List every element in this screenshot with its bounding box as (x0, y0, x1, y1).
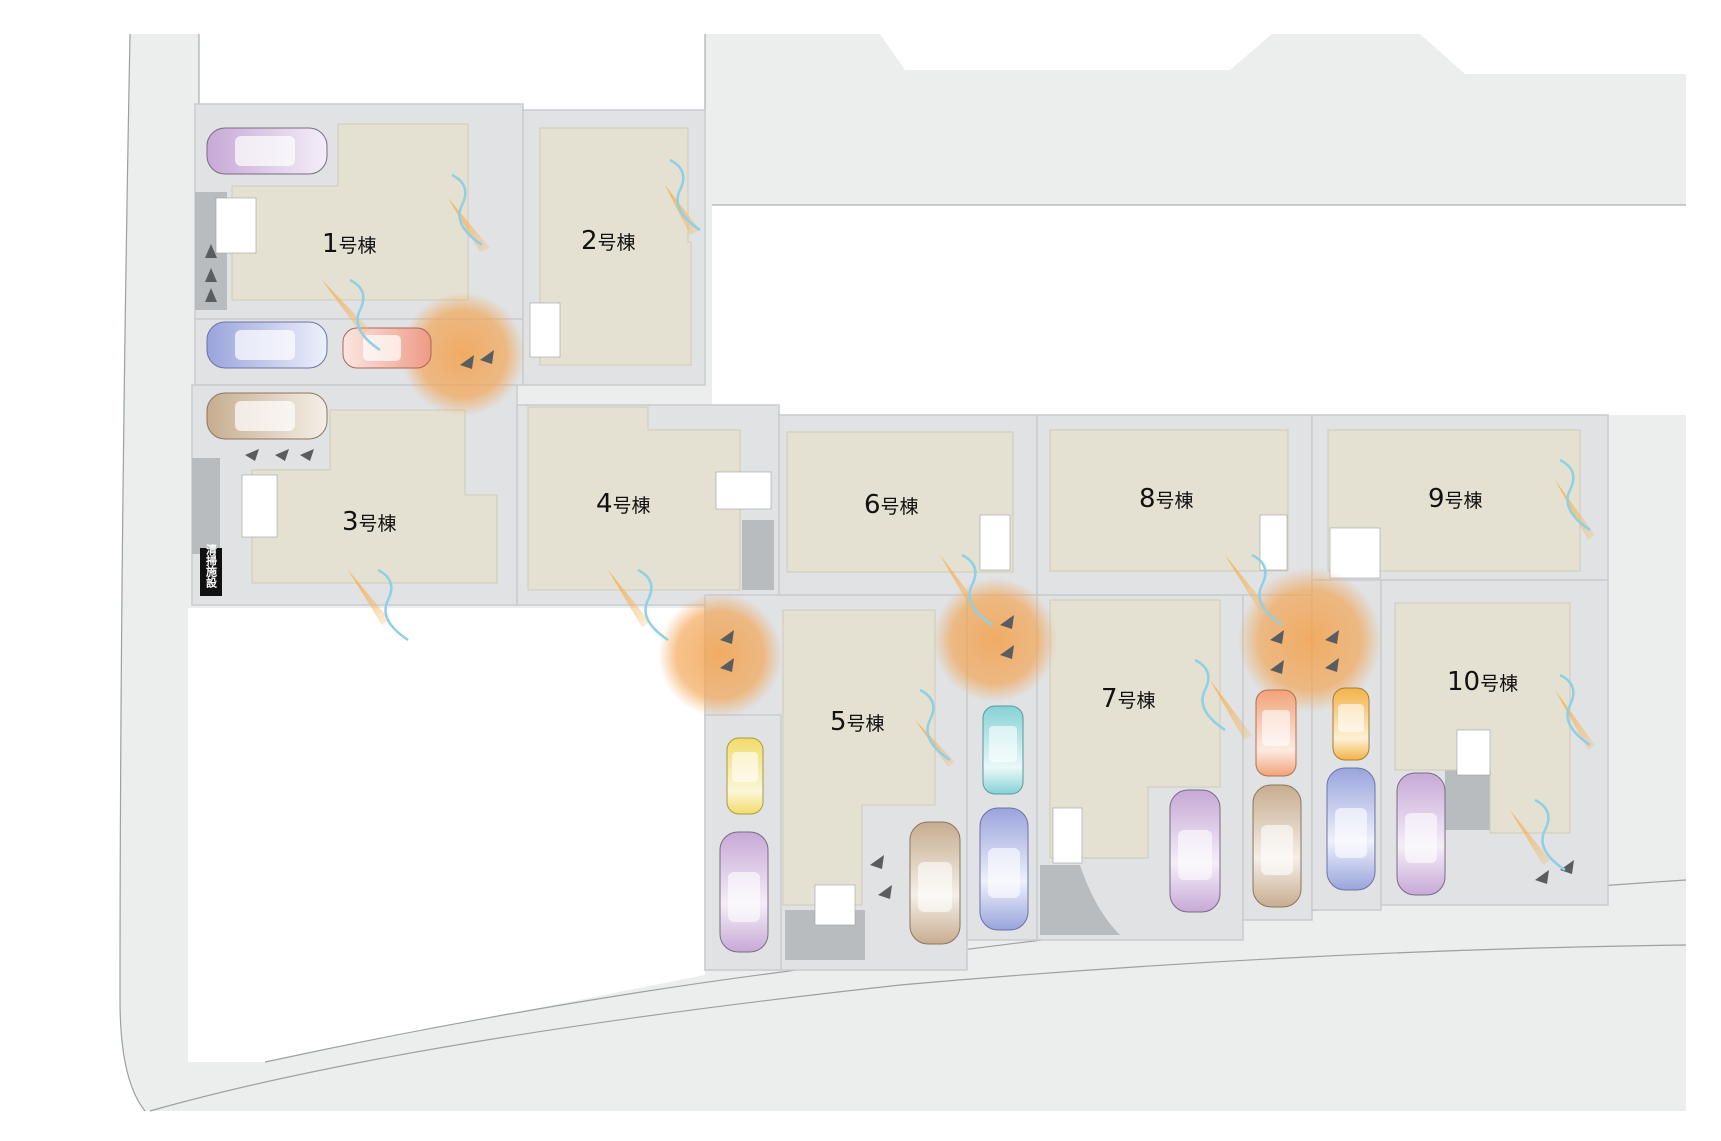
car-icon (342, 327, 432, 369)
wind-icon (349, 158, 1591, 872)
car-icon (1396, 772, 1446, 896)
car-icon (1255, 689, 1297, 777)
facility-label: 清掃施設 (205, 543, 218, 589)
trees (205, 244, 1574, 899)
car-icon (1169, 789, 1221, 913)
building-2 (539, 127, 692, 366)
tree-icon (720, 630, 734, 672)
tree-icon (205, 244, 217, 302)
highlight-circle (658, 593, 782, 717)
highlight-circle (401, 292, 525, 416)
building-3-label: 3号棟 (342, 507, 397, 537)
building-1-label: 1号棟 (322, 229, 377, 259)
building-labels: 1号棟 2号棟 3号棟 4号棟 5号棟 6号棟 7号棟 8号棟 9号棟 10号棟 (322, 226, 1518, 737)
cars-horizontal (206, 127, 432, 440)
car-icon (206, 321, 328, 369)
car-icon (719, 831, 769, 953)
highlight-circles (401, 292, 1382, 717)
tree-icon (870, 855, 892, 899)
building-2-label: 2号棟 (581, 226, 636, 256)
entrances (215, 197, 1491, 926)
building-6-label: 6号棟 (864, 490, 919, 520)
car-icon (206, 127, 328, 175)
tree-icon (1270, 630, 1339, 674)
building-7-label: 7号棟 (1101, 684, 1156, 714)
car-icon (982, 705, 1024, 795)
building-9-label: 9号棟 (1428, 484, 1483, 514)
building-10 (1394, 602, 1571, 834)
car-icon (206, 392, 328, 440)
building-10-label: 10号棟 (1447, 667, 1518, 697)
building-6 (786, 431, 1014, 573)
highlight-circle (933, 578, 1057, 702)
tree-icon (1535, 860, 1574, 884)
building-4-label: 4号棟 (596, 489, 651, 519)
building-3 (251, 409, 498, 584)
building-5-label: 5号棟 (830, 707, 885, 737)
building-5 (782, 609, 936, 906)
buildings (231, 123, 1581, 906)
building-4 (527, 406, 741, 591)
car-icon (726, 737, 764, 815)
building-7 (1049, 599, 1221, 859)
sun-ray-icon (322, 185, 1595, 865)
car-icon (1252, 784, 1302, 908)
building-1 (231, 123, 469, 301)
cleaning-facility: 清掃施設 (200, 543, 222, 596)
car-icon (979, 807, 1029, 931)
highlight-circle (1238, 568, 1382, 712)
sun-wind-indicators (322, 158, 1595, 872)
cars-vertical (719, 687, 1446, 953)
car-icon (1332, 687, 1370, 761)
car-icon (1326, 767, 1376, 891)
building-8-label: 8号棟 (1139, 484, 1194, 514)
tree-icon (460, 350, 494, 369)
car-icon (909, 821, 961, 945)
tree-icon (1000, 615, 1014, 659)
building-8 (1049, 429, 1289, 572)
tree-icon (245, 449, 314, 461)
